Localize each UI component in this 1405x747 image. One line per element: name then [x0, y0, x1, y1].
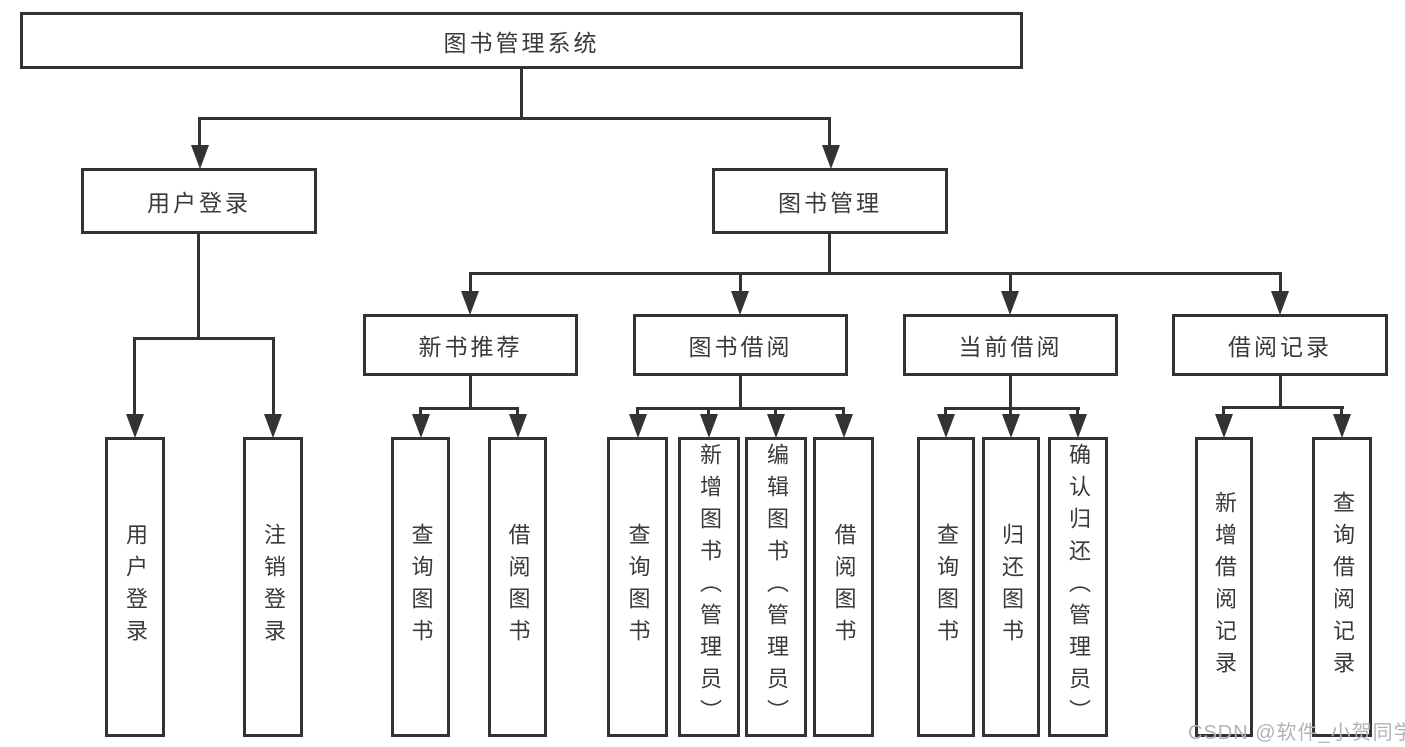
connector-line	[469, 376, 472, 410]
connector-line	[133, 337, 275, 340]
connector-line	[469, 272, 1282, 275]
arrow-down-icon	[191, 145, 209, 169]
leaf-label: 查询借阅记录	[1330, 491, 1355, 683]
leaf-query-borrow-record: 查询借阅记录	[1312, 437, 1372, 737]
connector-line	[944, 407, 947, 416]
node-label: 图书借阅	[688, 334, 793, 360]
node-library-management-system: 图书管理系统	[20, 12, 1023, 69]
connector-line	[520, 69, 523, 119]
leaf-label: 编辑图书（管理员）	[764, 443, 789, 731]
leaf-query-books-current: 查询图书	[917, 437, 975, 737]
node-borrowing-records: 借阅记录	[1172, 314, 1388, 376]
arrow-down-icon	[1215, 414, 1233, 438]
connector-line	[198, 117, 201, 147]
connector-line	[1279, 376, 1282, 408]
node-label: 图书管理	[778, 190, 882, 216]
connector-line	[707, 407, 710, 416]
node-new-book-recommendation: 新书推荐	[363, 314, 578, 376]
arrow-down-icon	[1333, 414, 1351, 438]
node-label: 图书管理系统	[443, 29, 600, 56]
connector-line	[1009, 272, 1012, 292]
leaf-label: 借阅图书	[505, 523, 531, 651]
connector-line	[1009, 407, 1012, 416]
connector-line	[419, 407, 422, 416]
leaf-label: 新增图书（管理员）	[697, 443, 722, 731]
arrow-down-icon	[264, 414, 282, 438]
leaf-label: 新增借阅记录	[1212, 491, 1237, 683]
arrow-down-icon	[767, 414, 785, 438]
arrow-down-icon	[461, 291, 479, 315]
arrow-down-icon	[509, 414, 527, 438]
connector-line	[1279, 272, 1282, 292]
arrow-down-icon	[822, 145, 840, 169]
connector-line	[197, 234, 200, 340]
leaf-borrow-books-borrowing: 借阅图书	[813, 437, 874, 737]
connector-line	[272, 337, 275, 416]
leaf-label: 注销登录	[261, 523, 286, 651]
leaf-logout: 注销登录	[243, 437, 303, 737]
arrow-down-icon	[126, 414, 144, 438]
arrow-down-icon	[700, 414, 718, 438]
leaf-label: 用户登录	[123, 523, 148, 651]
connector-line	[944, 407, 1080, 410]
connector-line	[1340, 406, 1343, 416]
connector-line	[516, 407, 519, 416]
node-book-management: 图书管理	[712, 168, 948, 234]
arrow-down-icon	[1069, 414, 1087, 438]
connector-line	[636, 407, 845, 410]
leaf-label: 查询图书	[625, 523, 651, 651]
connector-line	[1009, 376, 1012, 410]
leaf-edit-books-admin: 编辑图书（管理员）	[745, 437, 807, 737]
connector-line	[739, 376, 742, 410]
connector-line	[828, 234, 831, 275]
connector-line	[419, 407, 519, 410]
leaf-label: 查询图书	[408, 523, 434, 651]
connector-line	[636, 407, 639, 416]
leaf-confirm-return-admin: 确认归还（管理员）	[1048, 437, 1108, 737]
node-label: 用户登录	[147, 190, 251, 216]
connector-line	[1076, 407, 1079, 416]
connector-line	[774, 407, 777, 416]
connector-line	[469, 272, 472, 292]
arrow-down-icon	[1002, 414, 1020, 438]
node-label: 新书推荐	[418, 334, 523, 360]
leaf-query-books-recommendation: 查询图书	[391, 437, 450, 737]
csdn-watermark: CSDN @软件_小贺同学	[1188, 722, 1405, 744]
leaf-return-books: 归还图书	[982, 437, 1040, 737]
arrow-down-icon	[937, 414, 955, 438]
connector-line	[828, 117, 831, 147]
arrow-down-icon	[731, 291, 749, 315]
node-label: 当前借阅	[958, 334, 1063, 360]
connector-line	[1222, 406, 1225, 416]
node-current-borrowing: 当前借阅	[903, 314, 1118, 376]
leaf-borrow-books-recommendation: 借阅图书	[488, 437, 547, 737]
leaf-add-books-admin: 新增图书（管理员）	[678, 437, 740, 737]
leaf-add-borrow-record: 新增借阅记录	[1195, 437, 1253, 737]
leaf-label: 查询图书	[934, 523, 959, 651]
connector-line	[739, 272, 742, 292]
node-label: 借阅记录	[1228, 334, 1332, 360]
leaf-label: 确认归还（管理员）	[1066, 443, 1091, 731]
arrow-down-icon	[1001, 291, 1019, 315]
arrow-down-icon	[629, 414, 647, 438]
arrow-down-icon	[835, 414, 853, 438]
node-book-borrowing: 图书借阅	[633, 314, 848, 376]
node-user-login: 用户登录	[81, 168, 317, 234]
connector-line	[842, 407, 845, 416]
connector-line	[1222, 406, 1344, 409]
leaf-user-login: 用户登录	[105, 437, 165, 737]
leaf-query-books-borrowing: 查询图书	[607, 437, 668, 737]
arrow-down-icon	[412, 414, 430, 438]
connector-line	[198, 117, 831, 120]
leaf-label: 归还图书	[999, 523, 1024, 651]
leaf-label: 借阅图书	[831, 523, 857, 651]
connector-line	[133, 337, 136, 416]
arrow-down-icon	[1271, 291, 1289, 315]
